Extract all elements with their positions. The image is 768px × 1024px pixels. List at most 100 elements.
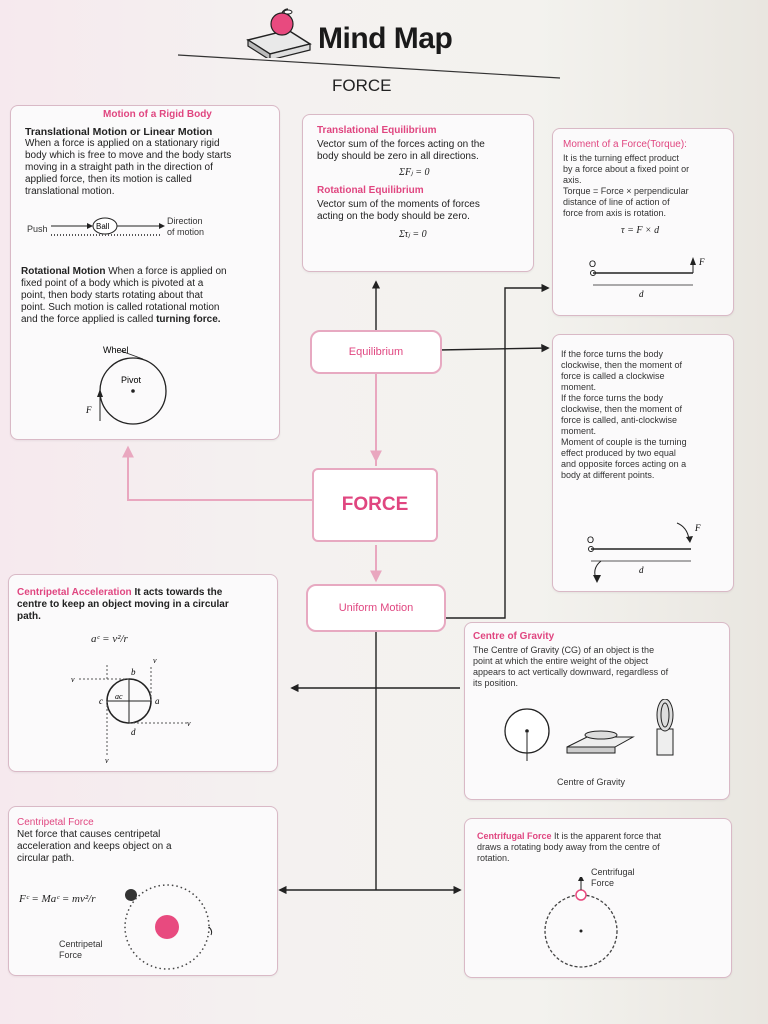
wheel-label: Wheel	[103, 345, 129, 355]
centrifugal-text: Centrifugal Force It is the apparent for…	[477, 831, 662, 841]
cg-caption: Centre of Gravity	[557, 777, 626, 787]
uniform-motion-node[interactable]: Uniform Motion	[306, 584, 446, 632]
svg-text:v: v	[71, 675, 75, 684]
rotational-eq-line: Vector sum of the moments of forces	[317, 199, 480, 210]
moment-line: axis.	[563, 175, 582, 185]
centripetal-acc-text: Centripetal Acceleration It acts towards…	[17, 587, 223, 598]
svg-text:ac: ac	[115, 692, 123, 701]
centrifugal-force-box: Centrifugal Force It is the apparent for…	[464, 818, 732, 978]
clockwise-line: If the force turns the body	[561, 349, 664, 359]
translational-eq-line: body should be zero in all directions.	[317, 151, 479, 162]
o-label: O	[589, 259, 596, 269]
rotational-text: Rotational Motion When a force is applie…	[21, 266, 227, 277]
centripetal-acc-diagram: v v v v b c a d ac	[71, 656, 191, 765]
centripetal-acc-line: path.	[17, 611, 41, 622]
translational-line: applied force, then its motion is called	[25, 174, 192, 185]
rigid-body-box: Motion of a Rigid Body Translational Mot…	[10, 105, 280, 440]
moment-line: by a force about a fixed point or	[563, 164, 690, 174]
cg-line: The Centre of Gravity (CG) of an object …	[473, 645, 655, 655]
translational-eq-formula: ΣFⱼ = 0	[399, 167, 430, 178]
clockwise-line: and opposite forces acting on a	[561, 459, 687, 469]
clockwise-line: clockwise, then the moment of	[561, 360, 683, 370]
moment-line: It is the turning effect product	[563, 153, 679, 163]
moment-line: force from axis is rotation.	[563, 208, 667, 218]
push-ball-diagram: Ball	[51, 217, 165, 236]
clockwise-line: body at different points.	[561, 470, 655, 480]
d-label: d	[639, 565, 644, 575]
torque-formula: τ = F × d	[621, 225, 660, 236]
clockwise-line: moment.	[561, 426, 597, 436]
svg-text:v: v	[187, 719, 191, 728]
clockwise-line: If the force turns the body	[561, 393, 664, 403]
clockwise-line: moment.	[561, 382, 597, 392]
rotational-line: and the force applied is called turning …	[21, 314, 221, 325]
translational-line: translational motion.	[25, 186, 115, 197]
rotational-heading: Rotational Motion	[21, 266, 106, 277]
pivot-label: Pivot	[121, 375, 142, 385]
push-label: Push	[27, 224, 48, 234]
cg-line: appears to act vertically downward, rega…	[473, 667, 669, 677]
centripetal-force-box: Centripetal Force Net force that causes …	[8, 806, 278, 976]
cg-line: point at which the entire weight of the …	[473, 656, 649, 666]
centripetal-force-formula: Fᶜ = Maᶜ = mv²/r	[19, 893, 96, 905]
uniform-motion-label: Uniform Motion	[338, 602, 414, 614]
rotational-eq-formula: Στⱼ = 0	[399, 229, 427, 240]
centripetal-force-line: circular path.	[17, 853, 75, 864]
translational-equilibrium-title: Translational Equilibrium	[317, 125, 437, 136]
rotational-line: point. Such motion is called rotational …	[21, 302, 220, 313]
rigid-body-title: Motion of a Rigid Body	[103, 109, 212, 120]
force-center-label: FORCE	[341, 494, 409, 515]
translational-line: body which is free to move and the body …	[25, 150, 232, 161]
clockwise-moment-box: If the force turns the body clockwise, t…	[552, 334, 734, 592]
centripetal-force-line: acceleration and keeps object on a	[17, 841, 172, 852]
centripetal-acc-formula: aᶜ = v²/r	[91, 633, 128, 645]
page-subtitle: FORCE	[332, 76, 392, 95]
f-label: F	[694, 523, 701, 533]
page-title: Mind Map	[318, 22, 453, 55]
moment-line: distance of line of action of	[563, 197, 670, 207]
clockwise-line: force is called a clockwise	[561, 371, 665, 381]
wheel-diagram: F Wheel Pivot	[85, 345, 167, 425]
centre-gravity-diagram	[504, 699, 674, 761]
clockwise-line: force is called, anti-clockwise	[561, 415, 678, 425]
centripetal-acc-line: centre to keep an object moving in a cir…	[17, 599, 229, 610]
moment-title: Moment of a Force(Torque):	[563, 139, 687, 150]
svg-text:c: c	[99, 696, 103, 706]
clockwise-line: clockwise, then the moment of	[561, 404, 683, 414]
rotational-line: fixed point of a body which is pivoted a…	[21, 278, 204, 289]
header-book-icon	[244, 8, 314, 62]
svg-text:v: v	[105, 756, 109, 765]
translational-line: When a force is applied on a stationary …	[25, 138, 220, 149]
equilibrium-node[interactable]: Equilibrium	[310, 330, 442, 374]
svg-text:d: d	[131, 727, 136, 737]
centrifugal-force-label: Centrifugal Force	[591, 867, 635, 888]
svg-text:a: a	[155, 696, 160, 706]
clockwise-line: Moment of couple is the turning	[561, 437, 687, 447]
rotational-equilibrium-title: Rotational Equilibrium	[317, 185, 424, 196]
force-center-node[interactable]: FORCE	[312, 468, 438, 542]
equilibrium-label: Equilibrium	[348, 346, 404, 358]
direction-label: Direction of motion	[167, 216, 205, 237]
clockwise-line: effect produced by two equal	[561, 448, 676, 458]
translational-eq-line: Vector sum of the forces acting on the	[317, 139, 485, 150]
centripetal-force-line: Net force that causes centripetal	[17, 829, 161, 840]
ball-label: Ball	[96, 222, 110, 231]
translational-heading: Translational Motion or Linear Motion	[25, 126, 213, 138]
d-label: d	[639, 289, 644, 299]
centrifugal-line: draws a rotating body away from the cent…	[477, 842, 660, 852]
translational-line: moving in a straight path in the directi…	[25, 162, 213, 173]
centripetal-force-label: Centripetal Force	[59, 939, 103, 960]
svg-text:b: b	[131, 667, 136, 677]
moment-of-force-box: Moment of a Force(Torque): It is the tur…	[552, 128, 734, 316]
rotational-line: point, then body starts rotating about t…	[21, 290, 203, 301]
moment-line: Torque = Force × perpendicular	[563, 186, 689, 196]
centripetal-force-diagram	[124, 884, 213, 970]
torque-diagram: O F d	[589, 257, 705, 299]
equilibrium-conditions-box: Translational Equilibrium Vector sum of …	[302, 114, 534, 272]
o-label: O	[587, 535, 594, 545]
force-label: F	[85, 405, 92, 415]
f-label: F	[698, 257, 705, 267]
rotational-eq-line: acting on the body should be zero.	[317, 211, 470, 222]
cg-line: its position.	[473, 678, 519, 688]
